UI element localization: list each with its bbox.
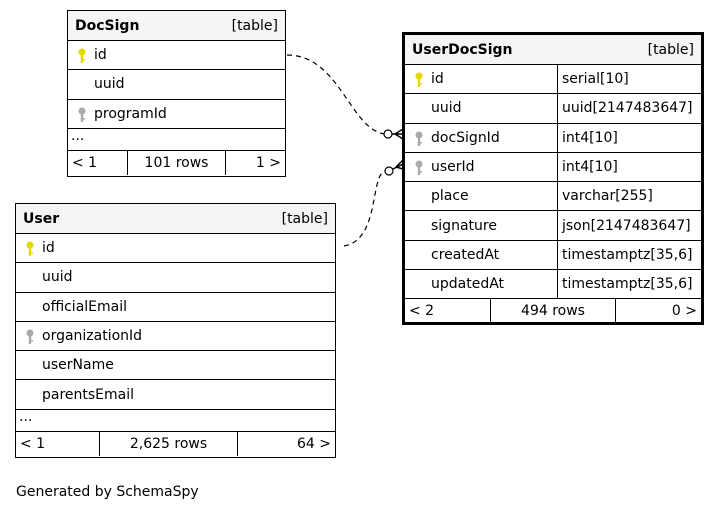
column-type: uuid[2147483647] (557, 94, 693, 123)
table-name: UserDocSign (412, 41, 513, 58)
prev-count: < 1 (16, 431, 100, 456)
row-count: 2,625 rows (100, 431, 238, 456)
table-name: User (23, 210, 60, 227)
prev-count: < 2 (405, 299, 491, 324)
column-row[interactable]: officialEmail (16, 293, 335, 322)
column-row[interactable]: place varchar[255] (405, 182, 701, 212)
column-row[interactable]: uuid (16, 263, 335, 293)
next-count: 1 > (255, 154, 281, 171)
column-row[interactable]: userName (16, 351, 335, 381)
row-count: 494 rows (491, 299, 616, 324)
column-row[interactable]: uuid (68, 70, 285, 100)
column-row[interactable]: signature json[2147483647] (405, 211, 701, 241)
column-name: id (94, 47, 107, 64)
table-user[interactable]: User [table] id uuid officialEmail organ… (15, 203, 336, 458)
column-name: userName (42, 357, 114, 374)
column-row[interactable]: uuid uuid[2147483647] (405, 94, 701, 124)
table-name: DocSign (75, 17, 140, 34)
column-type: json[2147483647] (557, 211, 691, 240)
foreign-key-icon (415, 160, 423, 175)
column-row[interactable]: id (68, 41, 285, 71)
generated-by-label: Generated by SchemaSpy (16, 484, 199, 500)
column-name: organizationId (42, 328, 143, 345)
table-userdocsign[interactable]: UserDocSign [table] id serial[10] uuid u… (402, 32, 704, 325)
user-link-crowfoot (392, 159, 404, 170)
more-columns: ... (68, 129, 285, 151)
column-type: serial[10] (557, 65, 629, 94)
column-type: timestamptz[35,6] (557, 270, 692, 299)
table-header: UserDocSign [table] (405, 35, 701, 65)
table-header: DocSign [table] (68, 11, 285, 41)
table-docsign[interactable]: DocSign [table] id uuid programId ... < … (67, 10, 286, 177)
column-row[interactable]: programId (68, 100, 285, 129)
column-name: docSignId (431, 129, 500, 146)
column-name: programId (94, 105, 167, 122)
column-name: officialEmail (42, 298, 127, 315)
user-link-zero-marker (384, 166, 394, 176)
primary-key-icon (415, 72, 423, 87)
table-footer: < 2 494 rows 0 > (405, 299, 701, 324)
column-row[interactable]: id serial[10] (405, 65, 701, 95)
column-type: timestamptz[35,6] (557, 240, 692, 270)
column-name: id (42, 240, 55, 257)
user-userdocsign-link (343, 170, 386, 247)
column-name: parentsEmail (42, 386, 135, 403)
docsign-link-zero-marker (383, 129, 393, 139)
column-type: int4[10] (557, 123, 618, 152)
column-name: userId (431, 159, 475, 176)
primary-key-icon (78, 48, 86, 63)
next-count: 0 > (671, 303, 697, 320)
column-name: place (431, 188, 469, 205)
table-kind: [table] (281, 210, 328, 227)
column-row[interactable]: userId int4[10] (405, 152, 701, 183)
more-columns: ... (16, 410, 335, 432)
foreign-key-icon (415, 131, 423, 146)
table-footer: < 1 101 rows 1 > (68, 150, 285, 175)
column-name: uuid (42, 269, 73, 286)
column-row[interactable]: docSignId int4[10] (405, 123, 701, 153)
table-footer: < 1 2,625 rows 64 > (16, 431, 335, 456)
column-row[interactable]: id (16, 234, 335, 264)
column-row[interactable]: parentsEmail (16, 380, 335, 410)
foreign-key-icon (78, 107, 86, 122)
column-name: createdAt (431, 246, 500, 263)
docsign-userdocsign-link (286, 54, 386, 135)
docsign-link-crowfoot (392, 128, 404, 140)
row-count: 101 rows (128, 150, 226, 175)
prev-count: < 1 (68, 150, 128, 175)
table-kind: [table] (647, 41, 694, 58)
column-name: id (431, 71, 444, 88)
column-name: uuid (94, 76, 125, 93)
next-count: 64 > (297, 435, 331, 452)
table-kind: [table] (231, 17, 278, 34)
foreign-key-icon (26, 329, 34, 344)
column-name: uuid (431, 100, 462, 117)
column-type: int4[10] (557, 152, 618, 182)
column-name: updatedAt (431, 276, 505, 293)
primary-key-icon (26, 241, 34, 256)
column-row[interactable]: createdAt timestamptz[35,6] (405, 240, 701, 271)
column-row[interactable]: updatedAt timestamptz[35,6] (405, 270, 701, 300)
table-header: User [table] (16, 204, 335, 234)
column-row[interactable]: organizationId (16, 322, 335, 352)
column-name: signature (431, 217, 497, 234)
column-type: varchar[255] (557, 182, 653, 211)
